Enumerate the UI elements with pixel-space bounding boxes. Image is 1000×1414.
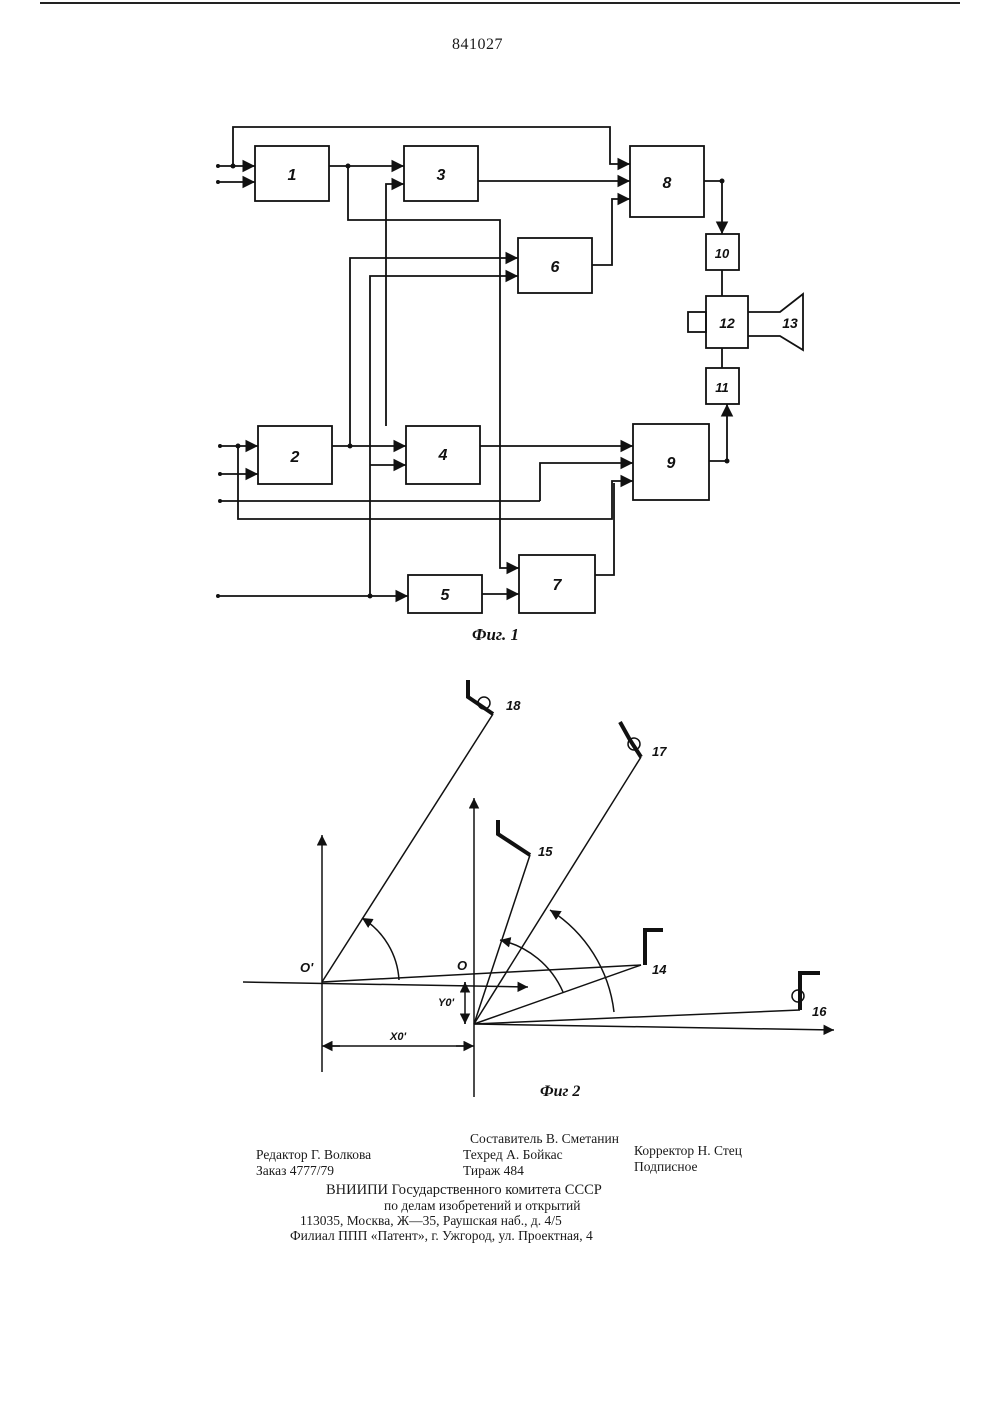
- label-block-11: 11: [715, 380, 729, 395]
- label-block-4: 4: [438, 447, 448, 464]
- marker-18: [468, 680, 493, 714]
- fig1-block-diagram: [218, 127, 803, 613]
- label-17: 17: [652, 744, 667, 759]
- label-block-5: 5: [441, 587, 451, 604]
- label-y0: Y0': [438, 997, 454, 1009]
- label-block-2: 2: [290, 449, 300, 466]
- label-block-10: 10: [715, 246, 730, 261]
- label-block-9: 9: [667, 455, 676, 472]
- imprint-address: 113035, Москва, Ж—35, Раушская наб., д. …: [300, 1213, 562, 1228]
- label-block-12: 12: [719, 315, 735, 331]
- fig1-caption: Фиг. 1: [472, 625, 519, 644]
- label-x0: X0': [389, 1031, 406, 1043]
- imprint-org-line2: по делам изобретений и открытий: [384, 1198, 580, 1213]
- label-15: 15: [538, 844, 553, 859]
- block-12-stub: [688, 312, 706, 332]
- imprint-subscription: Подписное: [634, 1159, 698, 1174]
- fig1-junctions: [216, 164, 730, 599]
- label-block-6: 6: [551, 259, 560, 276]
- imprint-circulation: Тираж 484: [463, 1163, 524, 1178]
- label-block-1: 1: [288, 167, 297, 184]
- fig2-labels: O' O Y0' X0' 14 15 16 17 18: [300, 698, 827, 1043]
- imprint-org-line1: ВНИИПИ Государственного комитета СССР: [326, 1183, 602, 1198]
- label-14: 14: [652, 962, 667, 977]
- fig2-caption: Фиг 2: [540, 1083, 580, 1100]
- imprint-branch: Филиал ППП «Патент», г. Ужгород, ул. Про…: [290, 1228, 593, 1243]
- imprint-techred: Техред А. Бойкас: [463, 1147, 563, 1162]
- imprint-corrector: Корректор Н. Стец: [634, 1143, 742, 1158]
- label-18: 18: [506, 698, 521, 713]
- imprint-editor: Редактор Г. Волкова: [256, 1147, 371, 1162]
- fig2-markers: [468, 680, 820, 1010]
- label-block-7: 7: [553, 577, 563, 594]
- imprint-order: Заказ 4777/79: [256, 1163, 334, 1178]
- label-block-3: 3: [437, 167, 446, 184]
- marker-15: [498, 820, 530, 855]
- label-o: O: [457, 958, 467, 973]
- fig2-geometry: [243, 714, 834, 1097]
- label-block-13: 13: [782, 315, 798, 331]
- marker-14: [645, 930, 663, 965]
- label-o-prime: O': [300, 960, 314, 975]
- label-16: 16: [812, 1004, 827, 1019]
- label-block-8: 8: [663, 175, 672, 192]
- imprint-compiler: Составитель В. Сметанин: [470, 1131, 619, 1146]
